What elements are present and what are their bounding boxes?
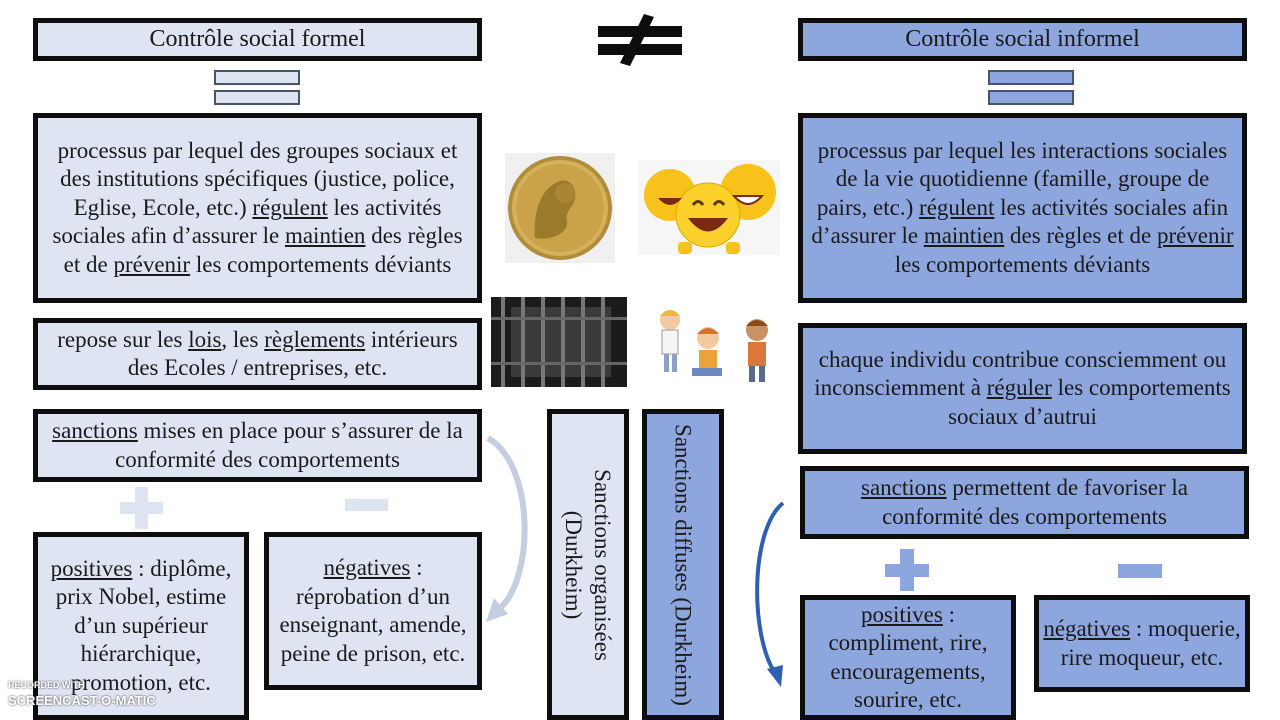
formel-def-u1: régulent	[252, 194, 328, 220]
laughing-emoji-image	[638, 160, 780, 255]
minus-icon-left	[345, 499, 388, 511]
formel-definition: processus par lequel des groupes sociaux…	[33, 113, 482, 303]
formel-def-t1: processus par lequel des groupes sociaux…	[57, 137, 458, 220]
formel-sanctions-t1: mises en place pour s’assurer de la conf…	[115, 418, 463, 472]
formel-def-t4: les comportements déviants	[190, 251, 452, 277]
formel-sanctions-u1: sanctions	[52, 418, 138, 443]
informel-def-u2: maintien	[923, 223, 1005, 249]
curved-arrow-blue	[755, 501, 785, 687]
informel-definition: processus par lequel les interactions so…	[798, 113, 1247, 303]
equal-bar-bottom-left	[214, 90, 300, 105]
informel-ind-u1: réguler	[986, 375, 1052, 401]
nobel-medal-image	[505, 153, 615, 263]
informel-neg-u1: négatives	[1043, 616, 1131, 641]
formel-lois-t2: , les	[221, 326, 265, 352]
informel-def-u1: régulent	[919, 194, 995, 220]
sanctions-diffuses-text: Sanctions diffuses (Durkheim)	[670, 423, 696, 706]
informel-def-t3: des règles et de	[1004, 223, 1157, 249]
sanctions-organisees-box: Sanctions organisées (Durkheim)	[547, 409, 629, 720]
prison-cell-image	[491, 297, 627, 387]
informel-pos-u1: positives	[861, 601, 943, 627]
formel-negatives: négatives : réprobation d’un enseignant,…	[264, 532, 482, 690]
informel-def-u3: prévenir	[1156, 223, 1234, 249]
informel-neg-t1: : moquerie, rire moqueur, etc.	[1060, 616, 1241, 670]
informel-def-t2: les activités sociales afin d’assurer le	[811, 194, 1229, 249]
formel-pos-t1: : diplôme, prix Nobel, estime d’un supér…	[55, 555, 232, 695]
curved-arrow-grey	[486, 435, 528, 622]
minus-icon-right	[1118, 564, 1162, 578]
informel-sanctions-u1: sanctions	[861, 475, 947, 500]
watermark-line2: SCREENCAST-O-MATIC	[8, 693, 156, 708]
informel-def-t1: processus par lequel les interactions so…	[816, 137, 1228, 220]
watermark-line1: RECORDED WITH	[8, 680, 85, 690]
formel-def-t2: les activités sociales afin d’assurer le	[52, 194, 442, 249]
formel-def-t3: des règles et de	[63, 223, 463, 277]
formel-lois-u1: lois	[188, 326, 222, 352]
informel-positives: positives : compliment, rire, encouragem…	[800, 595, 1016, 720]
equal-bar-bottom-right	[988, 90, 1074, 105]
formel-positives: positives : diplôme, prix Nobel, estime …	[33, 532, 249, 720]
title-informel: Contrôle social informel	[798, 18, 1247, 61]
equal-bar-top-right	[988, 70, 1074, 85]
informel-negatives: négatives : moquerie, rire moqueur, etc.	[1034, 595, 1250, 692]
kids-mocking-image	[652, 298, 780, 386]
formel-pos-u1: positives	[50, 555, 133, 581]
informel-pos-t1: : compliment, rire, encouragements, sour…	[828, 601, 988, 713]
formel-lois-t3: intérieurs des Ecoles / entreprises, etc…	[127, 326, 458, 381]
formel-def-u3: prévenir	[113, 251, 191, 277]
sanctions-diffuses-box: Sanctions diffuses (Durkheim)	[642, 409, 724, 720]
formel-lois-t1: repose sur les	[57, 326, 189, 352]
formel-lois-u2: règlements	[264, 326, 366, 352]
sanctions-organisees-text: Sanctions organisées (Durkheim)	[561, 468, 615, 661]
equal-bar-top-left	[214, 70, 300, 85]
formel-def-u2: maintien	[284, 223, 366, 249]
formel-neg-t1: : réprobation d’un enseignant, amende, p…	[279, 555, 467, 666]
informel-individu: chaque individu contribue consciemment o…	[798, 323, 1247, 454]
formel-neg-u1: négatives	[323, 555, 411, 580]
title-informel-text: Contrôle social informel	[905, 26, 1140, 53]
title-formel-text: Contrôle social formel	[149, 26, 366, 53]
title-formel: Contrôle social formel	[33, 18, 482, 61]
informel-ind-t2: les comportements sociaux d’autrui	[948, 375, 1231, 429]
formel-sanctions: sanctions mises en place pour s’assurer …	[33, 409, 482, 482]
informel-sanctions-t1: permettent de favoriser la conformité de…	[882, 475, 1188, 529]
informel-ind-t1: chaque individu contribue consciemment o…	[814, 346, 1227, 401]
not-equal-icon	[598, 14, 682, 66]
informel-def-t4: les comportements déviants	[894, 251, 1151, 277]
informel-sanctions: sanctions permettent de favoriser la con…	[800, 466, 1249, 539]
formel-lois: repose sur les lois, les règlements inté…	[33, 318, 482, 390]
